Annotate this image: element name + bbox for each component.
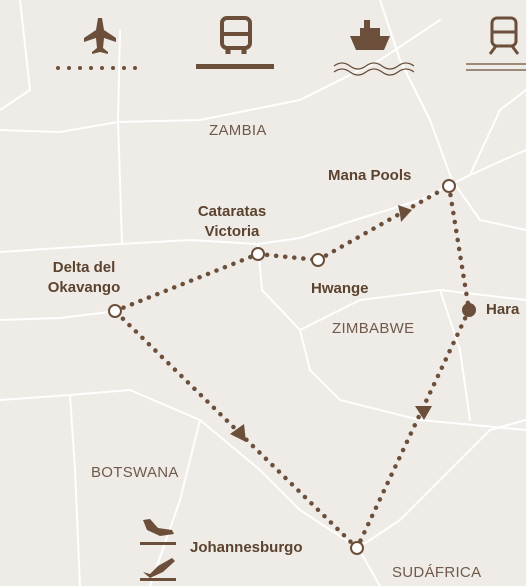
route-segment-manapools-harare xyxy=(446,183,472,313)
plane-arrival-icon xyxy=(140,519,176,545)
bus-icon[interactable] xyxy=(220,16,252,54)
flight-icons xyxy=(140,519,176,581)
transport-bar xyxy=(56,16,526,76)
plane-departure-icon xyxy=(140,558,176,581)
ship-mode-line xyxy=(333,62,415,76)
country-label-zimbabwe: ZIMBABWE xyxy=(332,320,415,337)
route-segment-victoria-hwange xyxy=(255,251,321,263)
stop-harare xyxy=(462,303,476,317)
city-label-johannesburg[interactable]: Johannesburgo xyxy=(190,539,303,556)
stop-okavango xyxy=(108,304,122,318)
direction-arrow-icon xyxy=(415,406,432,420)
train-mode-line xyxy=(466,63,526,71)
ship-icon[interactable] xyxy=(350,20,390,50)
stop-victoria-falls xyxy=(251,247,265,261)
city-label-victoria-falls-line1: Cataratas xyxy=(197,203,267,220)
city-label-hwange[interactable]: Hwange xyxy=(311,280,369,297)
city-label-okavango-line2: Okavango xyxy=(47,279,121,296)
city-label-okavango-line1: Delta del xyxy=(52,259,116,276)
airplane-icon[interactable] xyxy=(84,18,116,54)
country-label-zambia: ZAMBIA xyxy=(209,122,267,139)
country-label-botswana: BOTSWANA xyxy=(91,464,179,481)
city-label-victoria-falls-line2: Victoria xyxy=(204,223,260,240)
bus-mode-line xyxy=(196,64,274,69)
city-label-mana-pools[interactable]: Mana Pools xyxy=(328,167,412,184)
airplane-mode-line xyxy=(56,66,137,70)
direction-arrow-icon xyxy=(398,205,412,222)
route-segment-johannesburg-okavango xyxy=(112,308,360,551)
country-label-south-africa: SUDÁFRICA xyxy=(392,564,482,581)
route-segment-okavango-victoria xyxy=(112,251,261,314)
route-segment-hwange-manapools xyxy=(315,183,452,263)
stop-hwange xyxy=(311,253,325,267)
stop-johannesburg xyxy=(350,541,364,555)
direction-arrow-icon xyxy=(230,424,246,442)
city-label-victoria-falls[interactable]: Cataratas Victoria xyxy=(179,202,285,242)
train-icon[interactable] xyxy=(488,16,520,55)
city-label-harare[interactable]: Hara xyxy=(486,301,520,318)
route-segment-harare-johannesburg xyxy=(354,307,472,551)
stop-mana-pools xyxy=(442,179,456,193)
city-label-okavango[interactable]: Delta del Okavango xyxy=(33,258,135,298)
